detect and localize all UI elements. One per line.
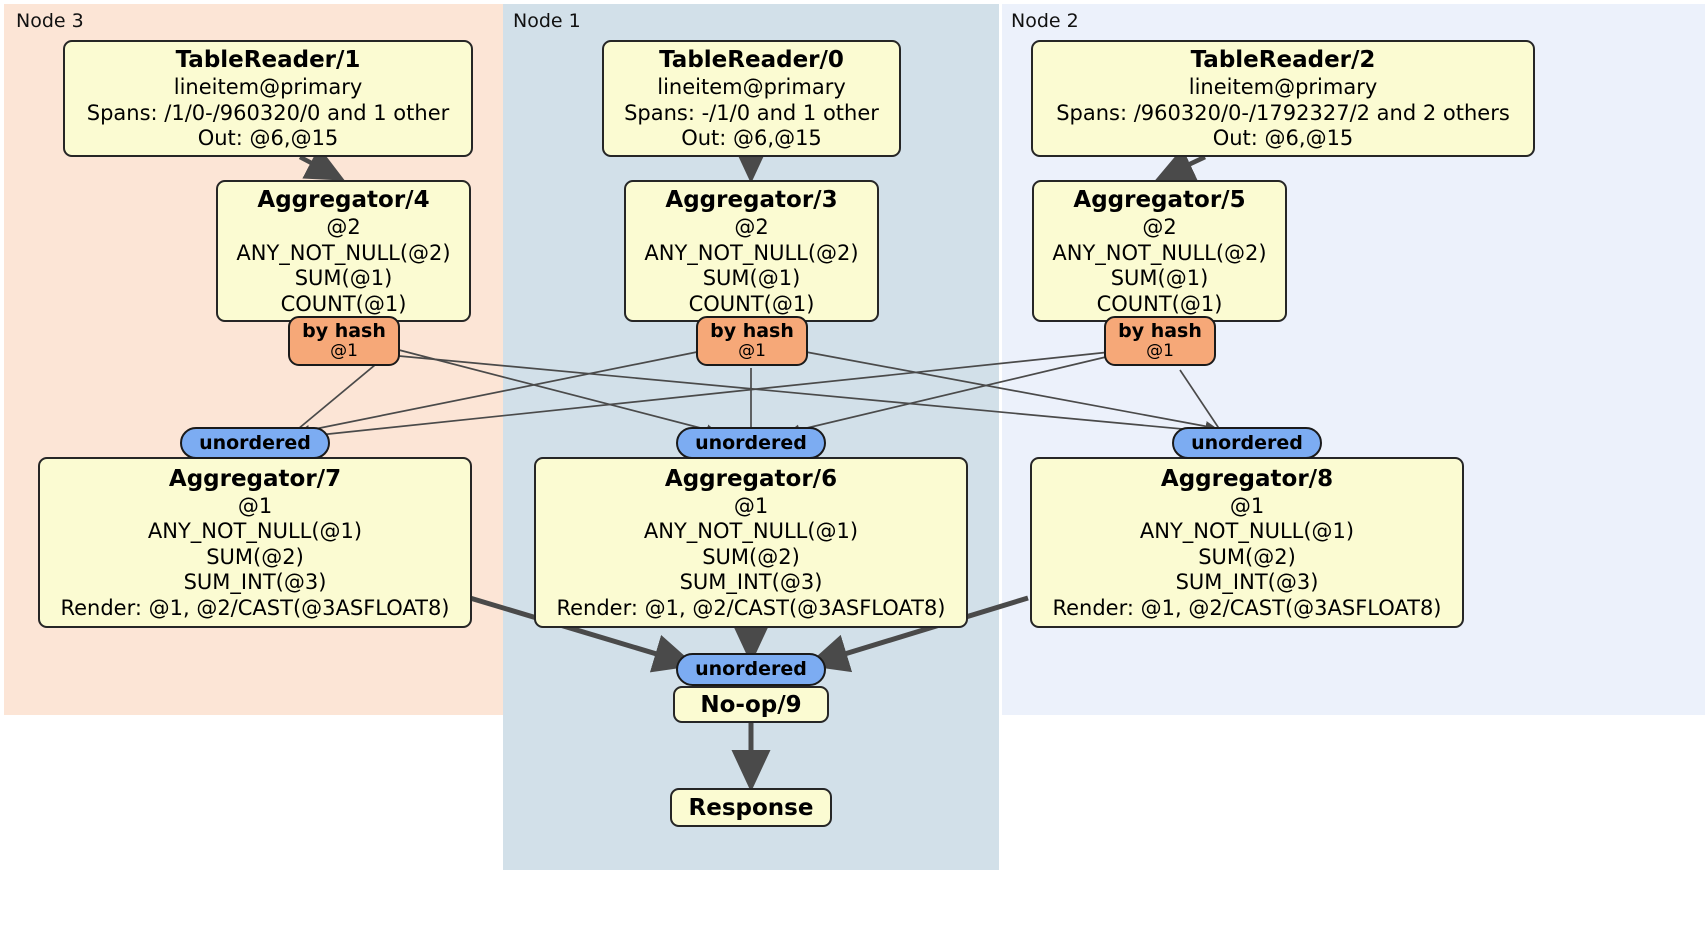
processor-title: Aggregator/3 <box>665 187 838 213</box>
processor-line: ANY_NOT_NULL(@1) <box>147 519 363 544</box>
processor-line: SUM(@2) <box>702 544 800 569</box>
router-columns: @1 <box>330 341 358 361</box>
processor-title: Aggregator/6 <box>664 465 838 492</box>
processor-noop-9[interactable]: No-op/9 <box>673 686 829 723</box>
processor-line: SUM_INT(@3) <box>183 570 327 595</box>
processor-line: SUM(@2) <box>1198 544 1296 569</box>
processor-title: Aggregator/5 <box>1073 187 1246 213</box>
router-label: by hash <box>302 320 386 342</box>
processor-line: Spans: /960320/0-/1792327/2 and 2 others <box>1056 100 1510 125</box>
processor-line: SUM(@1) <box>1110 266 1209 290</box>
processor-line: SUM_INT(@3) <box>679 570 823 595</box>
processor-line: Render: @1, @2/CAST(@3ASFLOAT8) <box>1052 595 1442 620</box>
processor-line: @2 <box>326 215 361 239</box>
processor-line: Render: @1, @2/CAST(@3ASFLOAT8) <box>556 595 946 620</box>
router-by-hash-aggregator-5[interactable]: by hash @1 <box>1104 316 1216 366</box>
panel-label-node2: Node 2 <box>1011 10 1079 32</box>
synchronizer-unordered-noop[interactable]: unordered <box>676 653 826 686</box>
processor-line: Spans: /1/0-/960320/0 and 1 other <box>86 100 450 125</box>
processor-table-reader-2[interactable]: TableReader/2 lineitem@primary Spans: /9… <box>1031 40 1535 157</box>
processor-title: No-op/9 <box>700 691 802 718</box>
panel-label-node1: Node 1 <box>513 10 581 32</box>
processor-line: SUM_INT(@3) <box>1175 570 1319 595</box>
processor-title: Response <box>688 794 814 821</box>
processor-line: ANY_NOT_NULL(@2) <box>1052 240 1267 265</box>
processor-title: TableReader/1 <box>175 47 361 74</box>
router-label: by hash <box>710 320 794 342</box>
router-label: by hash <box>1118 320 1202 342</box>
synchronizer-unordered-aggregator-7[interactable]: unordered <box>180 427 330 459</box>
processor-response[interactable]: Response <box>670 788 832 827</box>
router-columns: @1 <box>738 341 766 361</box>
processor-title: Aggregator/4 <box>257 187 430 213</box>
processor-title: Aggregator/7 <box>168 465 342 492</box>
synchronizer-unordered-aggregator-6[interactable]: unordered <box>676 427 826 459</box>
processor-table-reader-1[interactable]: TableReader/1 lineitem@primary Spans: /1… <box>63 40 473 157</box>
processor-line: SUM(@2) <box>206 544 304 569</box>
processor-line: @1 <box>237 493 273 518</box>
processor-line: ANY_NOT_NULL(@1) <box>1139 519 1355 544</box>
processor-line: COUNT(@1) <box>1096 291 1223 316</box>
synchronizer-label: unordered <box>695 658 807 680</box>
processor-line: SUM(@1) <box>702 266 801 290</box>
processor-aggregator-6[interactable]: Aggregator/6 @1 ANY_NOT_NULL(@1) SUM(@2)… <box>534 457 968 628</box>
processor-aggregator-4[interactable]: Aggregator/4 @2 ANY_NOT_NULL(@2) SUM(@1)… <box>216 180 471 322</box>
processor-aggregator-7[interactable]: Aggregator/7 @1 ANY_NOT_NULL(@1) SUM(@2)… <box>38 457 472 628</box>
synchronizer-label: unordered <box>1191 431 1303 454</box>
processor-line: lineitem@primary <box>1188 75 1378 100</box>
router-by-hash-aggregator-4[interactable]: by hash @1 <box>288 316 400 366</box>
processor-title: TableReader/0 <box>659 47 844 74</box>
processor-aggregator-8[interactable]: Aggregator/8 @1 ANY_NOT_NULL(@1) SUM(@2)… <box>1030 457 1464 628</box>
processor-line: @2 <box>734 215 769 239</box>
processor-line: COUNT(@1) <box>688 291 815 316</box>
processor-line: COUNT(@1) <box>280 291 407 316</box>
processor-line: Spans: -/1/0 and 1 other <box>624 100 879 125</box>
router-columns: @1 <box>1146 341 1174 361</box>
processor-line: lineitem@primary <box>657 75 846 100</box>
processor-line: @2 <box>1142 215 1177 239</box>
processor-line: Out: @6,@15 <box>197 126 339 151</box>
panel-label-node3: Node 3 <box>16 10 84 32</box>
processor-line: SUM(@1) <box>294 266 393 290</box>
processor-line: lineitem@primary <box>173 75 363 100</box>
processor-line: Out: @6,@15 <box>1212 126 1354 151</box>
processor-line: @1 <box>1229 493 1265 518</box>
processor-title: Aggregator/8 <box>1160 465 1334 492</box>
processor-line: @1 <box>733 493 769 518</box>
processor-aggregator-5[interactable]: Aggregator/5 @2 ANY_NOT_NULL(@2) SUM(@1)… <box>1032 180 1287 322</box>
processor-table-reader-0[interactable]: TableReader/0 lineitem@primary Spans: -/… <box>602 40 901 157</box>
synchronizer-unordered-aggregator-8[interactable]: unordered <box>1172 427 1322 459</box>
router-by-hash-aggregator-3[interactable]: by hash @1 <box>696 316 808 366</box>
synchronizer-label: unordered <box>199 431 311 454</box>
processor-line: ANY_NOT_NULL(@2) <box>236 240 451 265</box>
processor-line: ANY_NOT_NULL(@1) <box>643 519 859 544</box>
processor-line: ANY_NOT_NULL(@2) <box>644 240 859 265</box>
processor-line: Out: @6,@15 <box>681 126 822 151</box>
synchronizer-label: unordered <box>695 431 807 454</box>
processor-title: TableReader/2 <box>1190 47 1376 74</box>
processor-aggregator-3[interactable]: Aggregator/3 @2 ANY_NOT_NULL(@2) SUM(@1)… <box>624 180 879 322</box>
processor-line: Render: @1, @2/CAST(@3ASFLOAT8) <box>60 595 450 620</box>
